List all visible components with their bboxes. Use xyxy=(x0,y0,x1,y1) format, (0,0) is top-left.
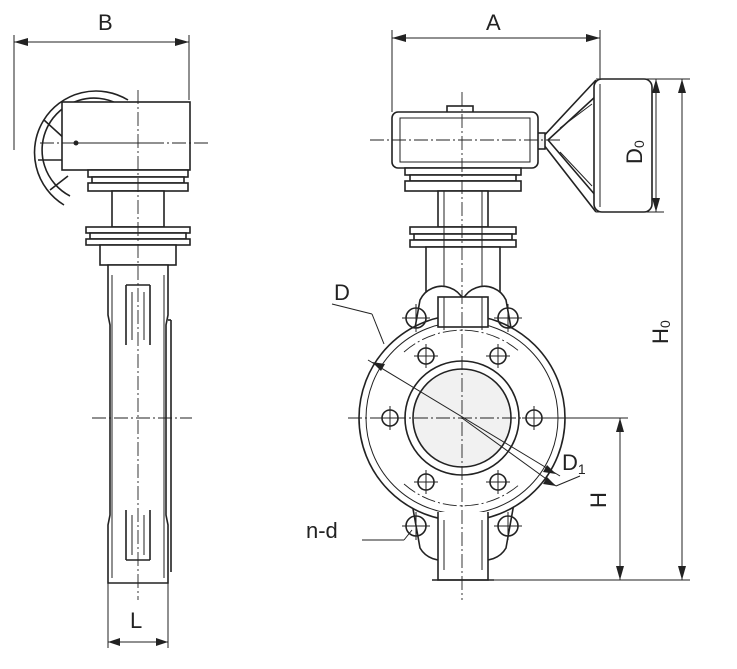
dim-label-h0: H 0 xyxy=(648,320,673,344)
front-view: A D 0 H 0 H D xyxy=(306,10,690,600)
front-handwheel xyxy=(526,78,653,213)
side-gearbox xyxy=(61,101,191,171)
dim-label-d0: D 0 xyxy=(622,140,647,164)
svg-text:0: 0 xyxy=(657,320,673,328)
svg-text:H: H xyxy=(586,492,611,508)
front-neck xyxy=(437,190,489,228)
dim-label-d1: D1 xyxy=(562,450,586,477)
dim-label-l: L xyxy=(130,608,142,633)
dim-label-b: B xyxy=(98,10,113,35)
handwheel xyxy=(33,90,129,206)
dim-label-nd: n-d xyxy=(306,518,338,543)
dim-label-a: A xyxy=(486,10,501,35)
side-view: B L xyxy=(13,10,210,648)
dim-label-d: D xyxy=(334,280,350,305)
svg-text:0: 0 xyxy=(631,140,647,148)
svg-text:D: D xyxy=(622,148,647,164)
dim-label-h: H xyxy=(586,492,611,508)
svg-text:H: H xyxy=(648,328,673,344)
